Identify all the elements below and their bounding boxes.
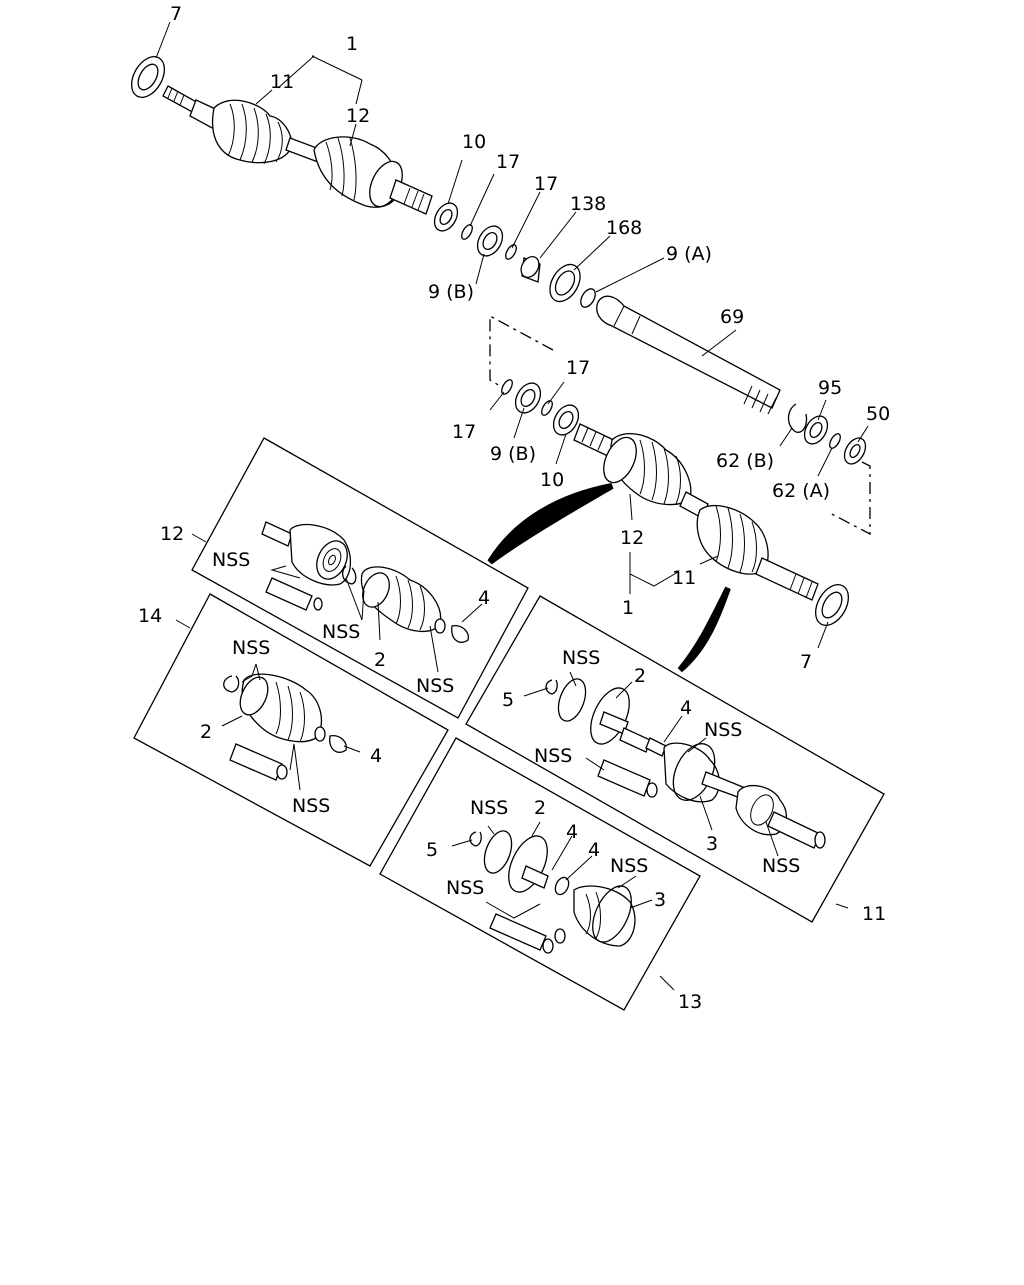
callout-168: 168: [606, 217, 642, 239]
callout-box14-nss-b: NSS: [292, 795, 330, 817]
snap-ring-62a: [829, 433, 841, 449]
callout-11-top: 11: [270, 71, 294, 93]
callout-9b-top: 9 (B): [428, 281, 474, 303]
intermediate-shaft-69: [596, 295, 781, 415]
callout-box13-4a: 4: [566, 821, 578, 843]
callout-box12-4: 4: [478, 587, 490, 609]
callout-box12-2: 2: [374, 649, 386, 671]
callout-7-top: 7: [170, 3, 182, 25]
callout-box11-nss-d: NSS: [762, 855, 800, 877]
callout-box14-4: 4: [370, 745, 382, 767]
middle-driveshaft-assembly: [573, 423, 850, 626]
collar-138: [520, 256, 541, 283]
callout-box11-5: 5: [502, 689, 514, 711]
callout-17-mid-a: 17: [452, 421, 476, 443]
callout-box13-4b: 4: [588, 839, 600, 861]
callout-box13-2: 2: [534, 797, 546, 819]
callout-box11-nss-a: NSS: [562, 647, 600, 669]
bearing-95: [803, 415, 829, 445]
ring-168: [549, 263, 581, 303]
callout-box11-2: 2: [634, 665, 646, 687]
callout-box11-id: 11: [862, 903, 886, 925]
callout-7-mid: 7: [800, 651, 812, 673]
inner-cv-boot: [313, 136, 433, 215]
callout-box12-nss-b: NSS: [322, 621, 360, 643]
reference-brackets: [489, 314, 871, 536]
callout-9a: 9 (A): [666, 243, 712, 265]
box-14: [133, 593, 449, 867]
seal-50: [843, 437, 867, 465]
callout-50: 50: [866, 403, 890, 425]
callout-17-mid-b: 17: [566, 357, 590, 379]
box-13: [379, 737, 701, 1011]
callout-box11-nss-c: NSS: [534, 745, 572, 767]
callout-box13-nss-a: NSS: [470, 797, 508, 819]
bearing-9a: [580, 288, 596, 308]
snap-ring-62b: [787, 403, 808, 433]
snap-ring-17b: [505, 244, 517, 260]
callout-12-mid: 12: [620, 527, 644, 549]
callout-box12-id: 12: [160, 523, 184, 545]
callout-box11-3: 3: [706, 833, 718, 855]
box-12: [191, 437, 529, 719]
callout-69: 69: [720, 306, 744, 328]
callout-1-top: 1: [346, 33, 358, 55]
callout-box13-3: 3: [654, 889, 666, 911]
top-driveshaft-assembly: [130, 56, 867, 465]
callout-11-mid: 11: [672, 567, 696, 589]
callout-box12-nss-c: NSS: [416, 675, 454, 697]
callout-box11-nss-b: NSS: [704, 719, 742, 741]
callout-95: 95: [818, 377, 842, 399]
callout-box13-id: 13: [678, 991, 702, 1013]
seal-ring-7: [130, 56, 166, 98]
callout-box14-id: 14: [138, 605, 162, 627]
snap-ring-17: [461, 224, 473, 240]
bearing-10: [433, 202, 459, 232]
callout-box13-nss-b: NSS: [610, 855, 648, 877]
middle-bearing-group: [501, 379, 580, 436]
box-11: [465, 595, 885, 923]
callout-10-mid: 10: [540, 469, 564, 491]
callout-17-top-b: 17: [534, 173, 558, 195]
leader-lines: [155, 21, 869, 991]
callout-17-top-a: 17: [496, 151, 520, 173]
callout-box13-5: 5: [426, 839, 438, 861]
callout-labels: 7 1 11 12 10 17 17 138 168 9 (A) 9 (B) 6…: [138, 3, 890, 1013]
callout-box14-nss-a: NSS: [232, 637, 270, 659]
callout-box12-nss-a: NSS: [212, 549, 250, 571]
callout-1-mid: 1: [622, 597, 634, 619]
bearing-9b: [476, 225, 504, 257]
reference-arrow-box11: [677, 586, 731, 673]
callout-10-top: 10: [462, 131, 486, 153]
callout-9b-mid: 9 (B): [490, 443, 536, 465]
callout-box14-2: 2: [200, 721, 212, 743]
callout-12-top: 12: [346, 105, 370, 127]
callout-box13-nss-c: NSS: [446, 877, 484, 899]
reference-arrow-box12: [487, 483, 614, 565]
callout-138: 138: [570, 193, 606, 215]
outer-cv-boot: [212, 99, 293, 165]
callout-box11-4: 4: [680, 697, 692, 719]
callout-62a: 62 (A): [772, 480, 830, 502]
callout-62b: 62 (B): [716, 450, 774, 472]
